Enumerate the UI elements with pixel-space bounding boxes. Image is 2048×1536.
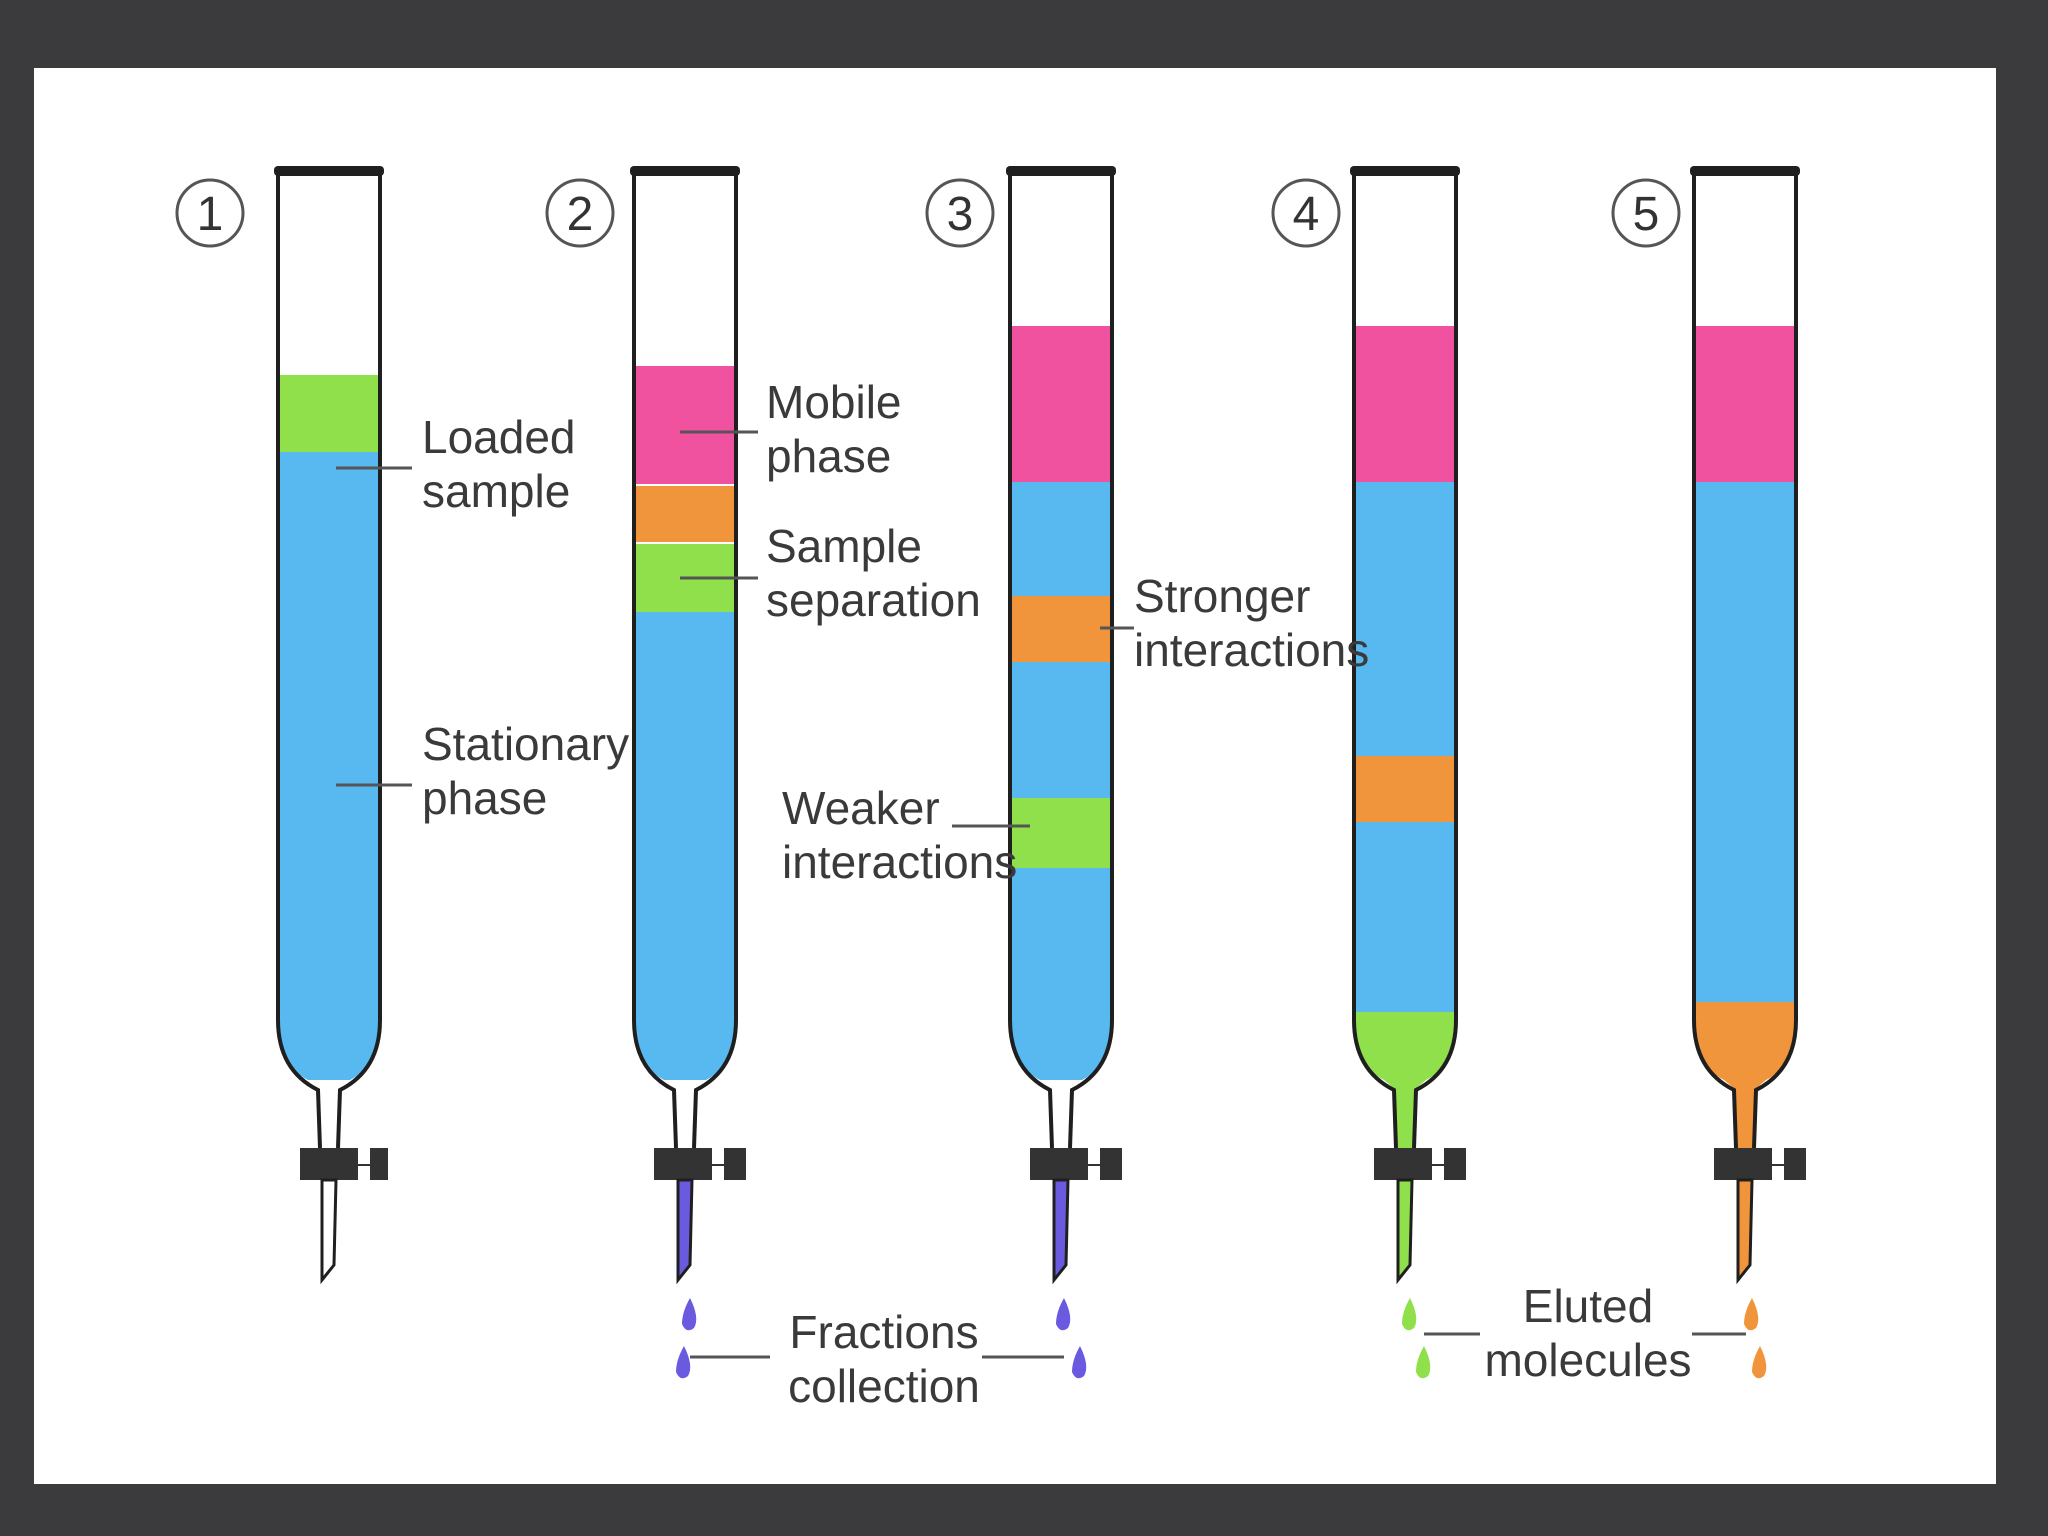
column-tip xyxy=(1052,1178,1070,1285)
stronger-interactions-label-line1: Stronger xyxy=(1134,570,1310,622)
column-tip xyxy=(1736,1178,1754,1285)
mobile-phase-band xyxy=(634,366,736,484)
loaded-sample-label-line2: sample xyxy=(422,465,570,517)
stopcock xyxy=(1714,1148,1806,1180)
column-number-5: 5 xyxy=(1611,178,1681,248)
droplet xyxy=(682,1298,697,1331)
weaker-interactions-label-line1: Weaker xyxy=(782,782,940,834)
orange-band xyxy=(634,486,736,542)
stopcock xyxy=(654,1148,746,1180)
orange-eluate xyxy=(1694,1002,1796,1148)
stopcock xyxy=(300,1148,388,1180)
mobile-phase-band xyxy=(1010,326,1112,482)
column-tip xyxy=(676,1178,694,1285)
eluted-molecules-label-line2: molecules xyxy=(1484,1334,1691,1386)
svg-text:5: 5 xyxy=(1633,188,1660,241)
column-cap xyxy=(1690,166,1800,176)
mobile-phase-band xyxy=(1694,326,1796,482)
droplet xyxy=(1416,1346,1431,1379)
eluted-molecules-label-line1: Eluted xyxy=(1523,1280,1653,1332)
column-outline xyxy=(276,172,382,1149)
stronger-interactions-label-line2: interactions xyxy=(1134,624,1369,676)
column-number-3: 3 xyxy=(925,178,995,248)
mobile-phase-band xyxy=(1354,326,1456,482)
orange-band xyxy=(1354,756,1456,822)
column-1 xyxy=(274,166,388,1285)
stopcock xyxy=(1030,1148,1122,1180)
stationary-phase-band xyxy=(634,612,736,1080)
loaded-sample-label-line1: Loaded xyxy=(422,411,576,463)
fractions-collection-label-line2: collection xyxy=(788,1360,980,1412)
svg-text:4: 4 xyxy=(1293,188,1320,241)
green-eluate xyxy=(1354,1012,1456,1148)
column-cap xyxy=(630,166,740,176)
column-tip xyxy=(1396,1178,1414,1285)
droplet xyxy=(1744,1298,1759,1331)
column-cap xyxy=(1350,166,1460,176)
fractions-collection-label-line1: Fractions xyxy=(789,1306,978,1358)
slide-canvas: 1 2 3 4 5 xyxy=(34,68,1996,1484)
sample-separation-label-line2: separation xyxy=(766,574,981,626)
stationary-phase-band xyxy=(1694,482,1796,1002)
column-cap xyxy=(274,166,384,176)
column-3 xyxy=(1006,166,1122,1379)
chromatography-diagram: 1 2 3 4 5 xyxy=(175,166,1806,1412)
column-outline xyxy=(1352,172,1458,1149)
column-number-4: 4 xyxy=(1271,178,1341,248)
droplet xyxy=(676,1346,691,1379)
leader-lines xyxy=(336,430,1746,1359)
stationary-phase-label-line1: Stationary xyxy=(422,718,629,770)
column-4 xyxy=(1350,166,1466,1379)
mobile-phase-label-line2: phase xyxy=(766,430,891,482)
orange-band xyxy=(1010,596,1112,662)
droplet xyxy=(1402,1298,1417,1331)
weaker-interactions-label-line2: interactions xyxy=(782,836,1017,888)
svg-text:1: 1 xyxy=(197,188,224,241)
column-tip xyxy=(320,1178,338,1285)
sample-separation-label-line1: Sample xyxy=(766,520,922,572)
droplet xyxy=(1072,1346,1087,1379)
green-band xyxy=(1010,798,1112,868)
loaded-sample-band xyxy=(278,375,380,452)
svg-text:3: 3 xyxy=(947,188,974,241)
column-5 xyxy=(1690,166,1806,1379)
column-outline xyxy=(632,172,738,1149)
stationary-phase-band xyxy=(278,452,380,1080)
svg-text:2: 2 xyxy=(567,188,594,241)
droplet xyxy=(1752,1346,1767,1379)
column-cap xyxy=(1006,166,1116,176)
column-2 xyxy=(630,166,746,1379)
column-outline xyxy=(1692,172,1798,1149)
droplet xyxy=(1056,1298,1071,1331)
stopcock xyxy=(1374,1148,1466,1180)
stationary-phase-band xyxy=(1010,482,1112,1080)
column-number-1: 1 xyxy=(175,178,245,248)
mobile-phase-label-line1: Mobile xyxy=(766,376,902,428)
stationary-phase-band xyxy=(1354,482,1456,1012)
stationary-phase-label-line2: phase xyxy=(422,772,547,824)
column-number-2: 2 xyxy=(545,178,615,248)
column-outline xyxy=(1008,172,1114,1149)
